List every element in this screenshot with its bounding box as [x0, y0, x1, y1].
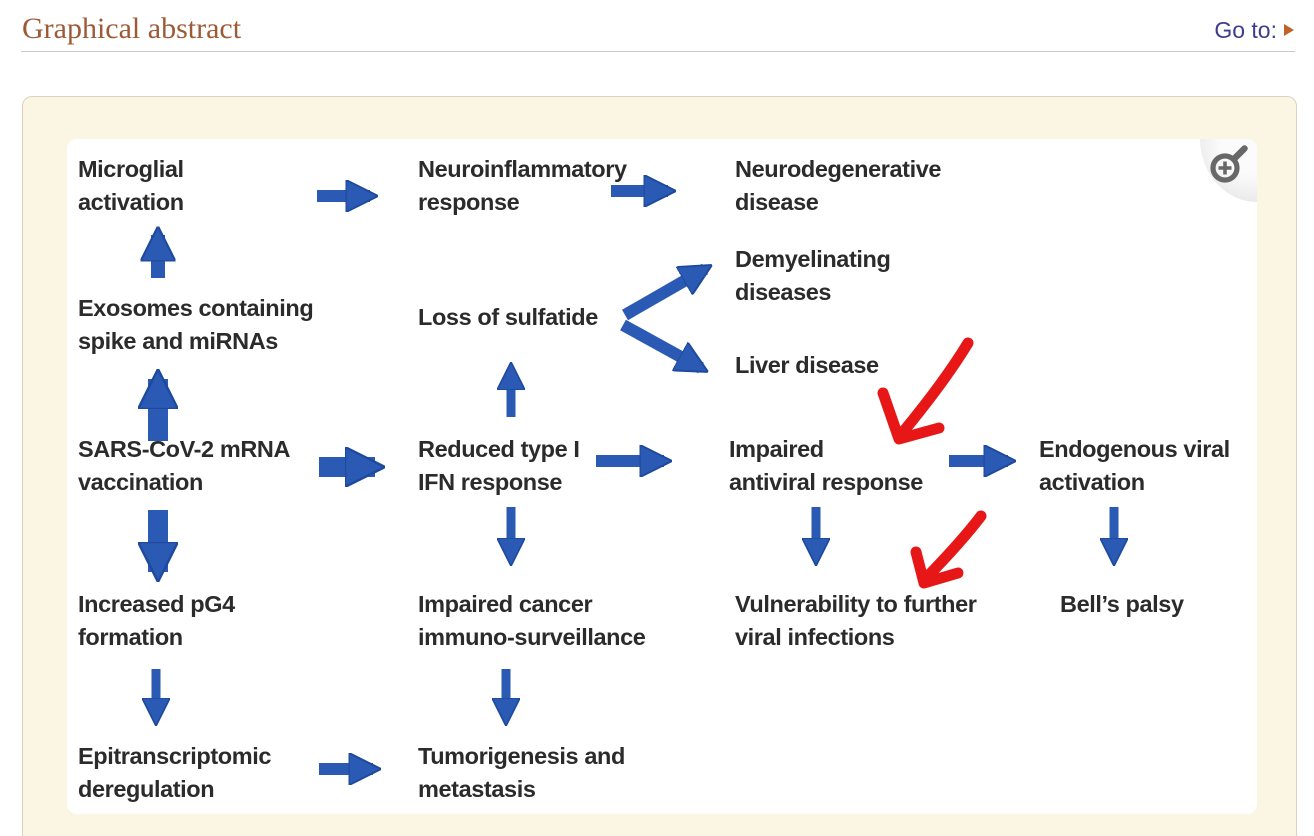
red-arrow-impaired-antiviral [877, 337, 974, 445]
flow-node-epitranscriptomic-deregulation: Epitranscriptomic deregulation [78, 743, 271, 802]
goto-link[interactable]: Go to: [1214, 16, 1294, 44]
flow-node-increased-pg4-formation: Increased pG4 formation [78, 591, 235, 650]
flow-node-bells-palsy: Bell’s palsy [1060, 591, 1184, 617]
flow-node-tumorigenesis-metastasis: Tumorigenesis and metastasis [418, 743, 625, 802]
graphical-abstract-figure[interactable]: Microglial activation Neuroinflammatory r… [67, 139, 1257, 814]
flow-node-sars-cov2-mrna-vaccination: SARS-CoV-2 mRNA vaccination [78, 436, 291, 495]
flow-node-vulnerability-viral-infections: Vulnerability to further viral infection… [735, 591, 977, 650]
section-header: Graphical abstract Go to: [0, 0, 1314, 46]
flow-arrow-sulfatide-to-demyelinating [622, 263, 705, 321]
flow-node-impaired-cancer-immuno-surveillance: Impaired cancer immuno-surveillance [418, 591, 646, 650]
flow-node-impaired-antiviral-response: Impaired antiviral response [729, 436, 923, 495]
red-arrow-vulnerability [910, 510, 987, 589]
goto-label: Go to: [1214, 17, 1277, 43]
header-divider [21, 51, 1295, 52]
figure-arrows-layer [67, 139, 1257, 814]
flow-node-neurodegenerative-disease: Neurodegenerative disease [735, 156, 942, 215]
graphical-abstract-panel: Microglial activation Neuroinflammatory r… [22, 96, 1297, 836]
flow-node-reduced-type-i-ifn-response: Reduced type I IFN response [418, 436, 580, 495]
flow-node-liver-disease: Liver disease [735, 352, 879, 378]
flow-node-microglial-activation: Microglial activation [78, 156, 184, 215]
flow-node-exosomes-spike-mirnas: Exosomes containing spike and miRNAs [78, 295, 314, 354]
flow-node-loss-of-sulfatide: Loss of sulfatide [418, 304, 598, 330]
magnifier-plus-icon [1210, 145, 1248, 183]
goto-triangle-right-icon [1284, 24, 1294, 36]
flow-node-neuroinflammatory-response: Neuroinflammatory response [418, 156, 627, 215]
flow-node-endogenous-viral-activation: Endogenous viral activation [1039, 436, 1230, 495]
flow-arrow-sulfatide-to-liver [620, 319, 701, 374]
flow-node-demyelinating-diseases: Demyelinating diseases [735, 246, 891, 305]
section-title: Graphical abstract [22, 12, 242, 45]
